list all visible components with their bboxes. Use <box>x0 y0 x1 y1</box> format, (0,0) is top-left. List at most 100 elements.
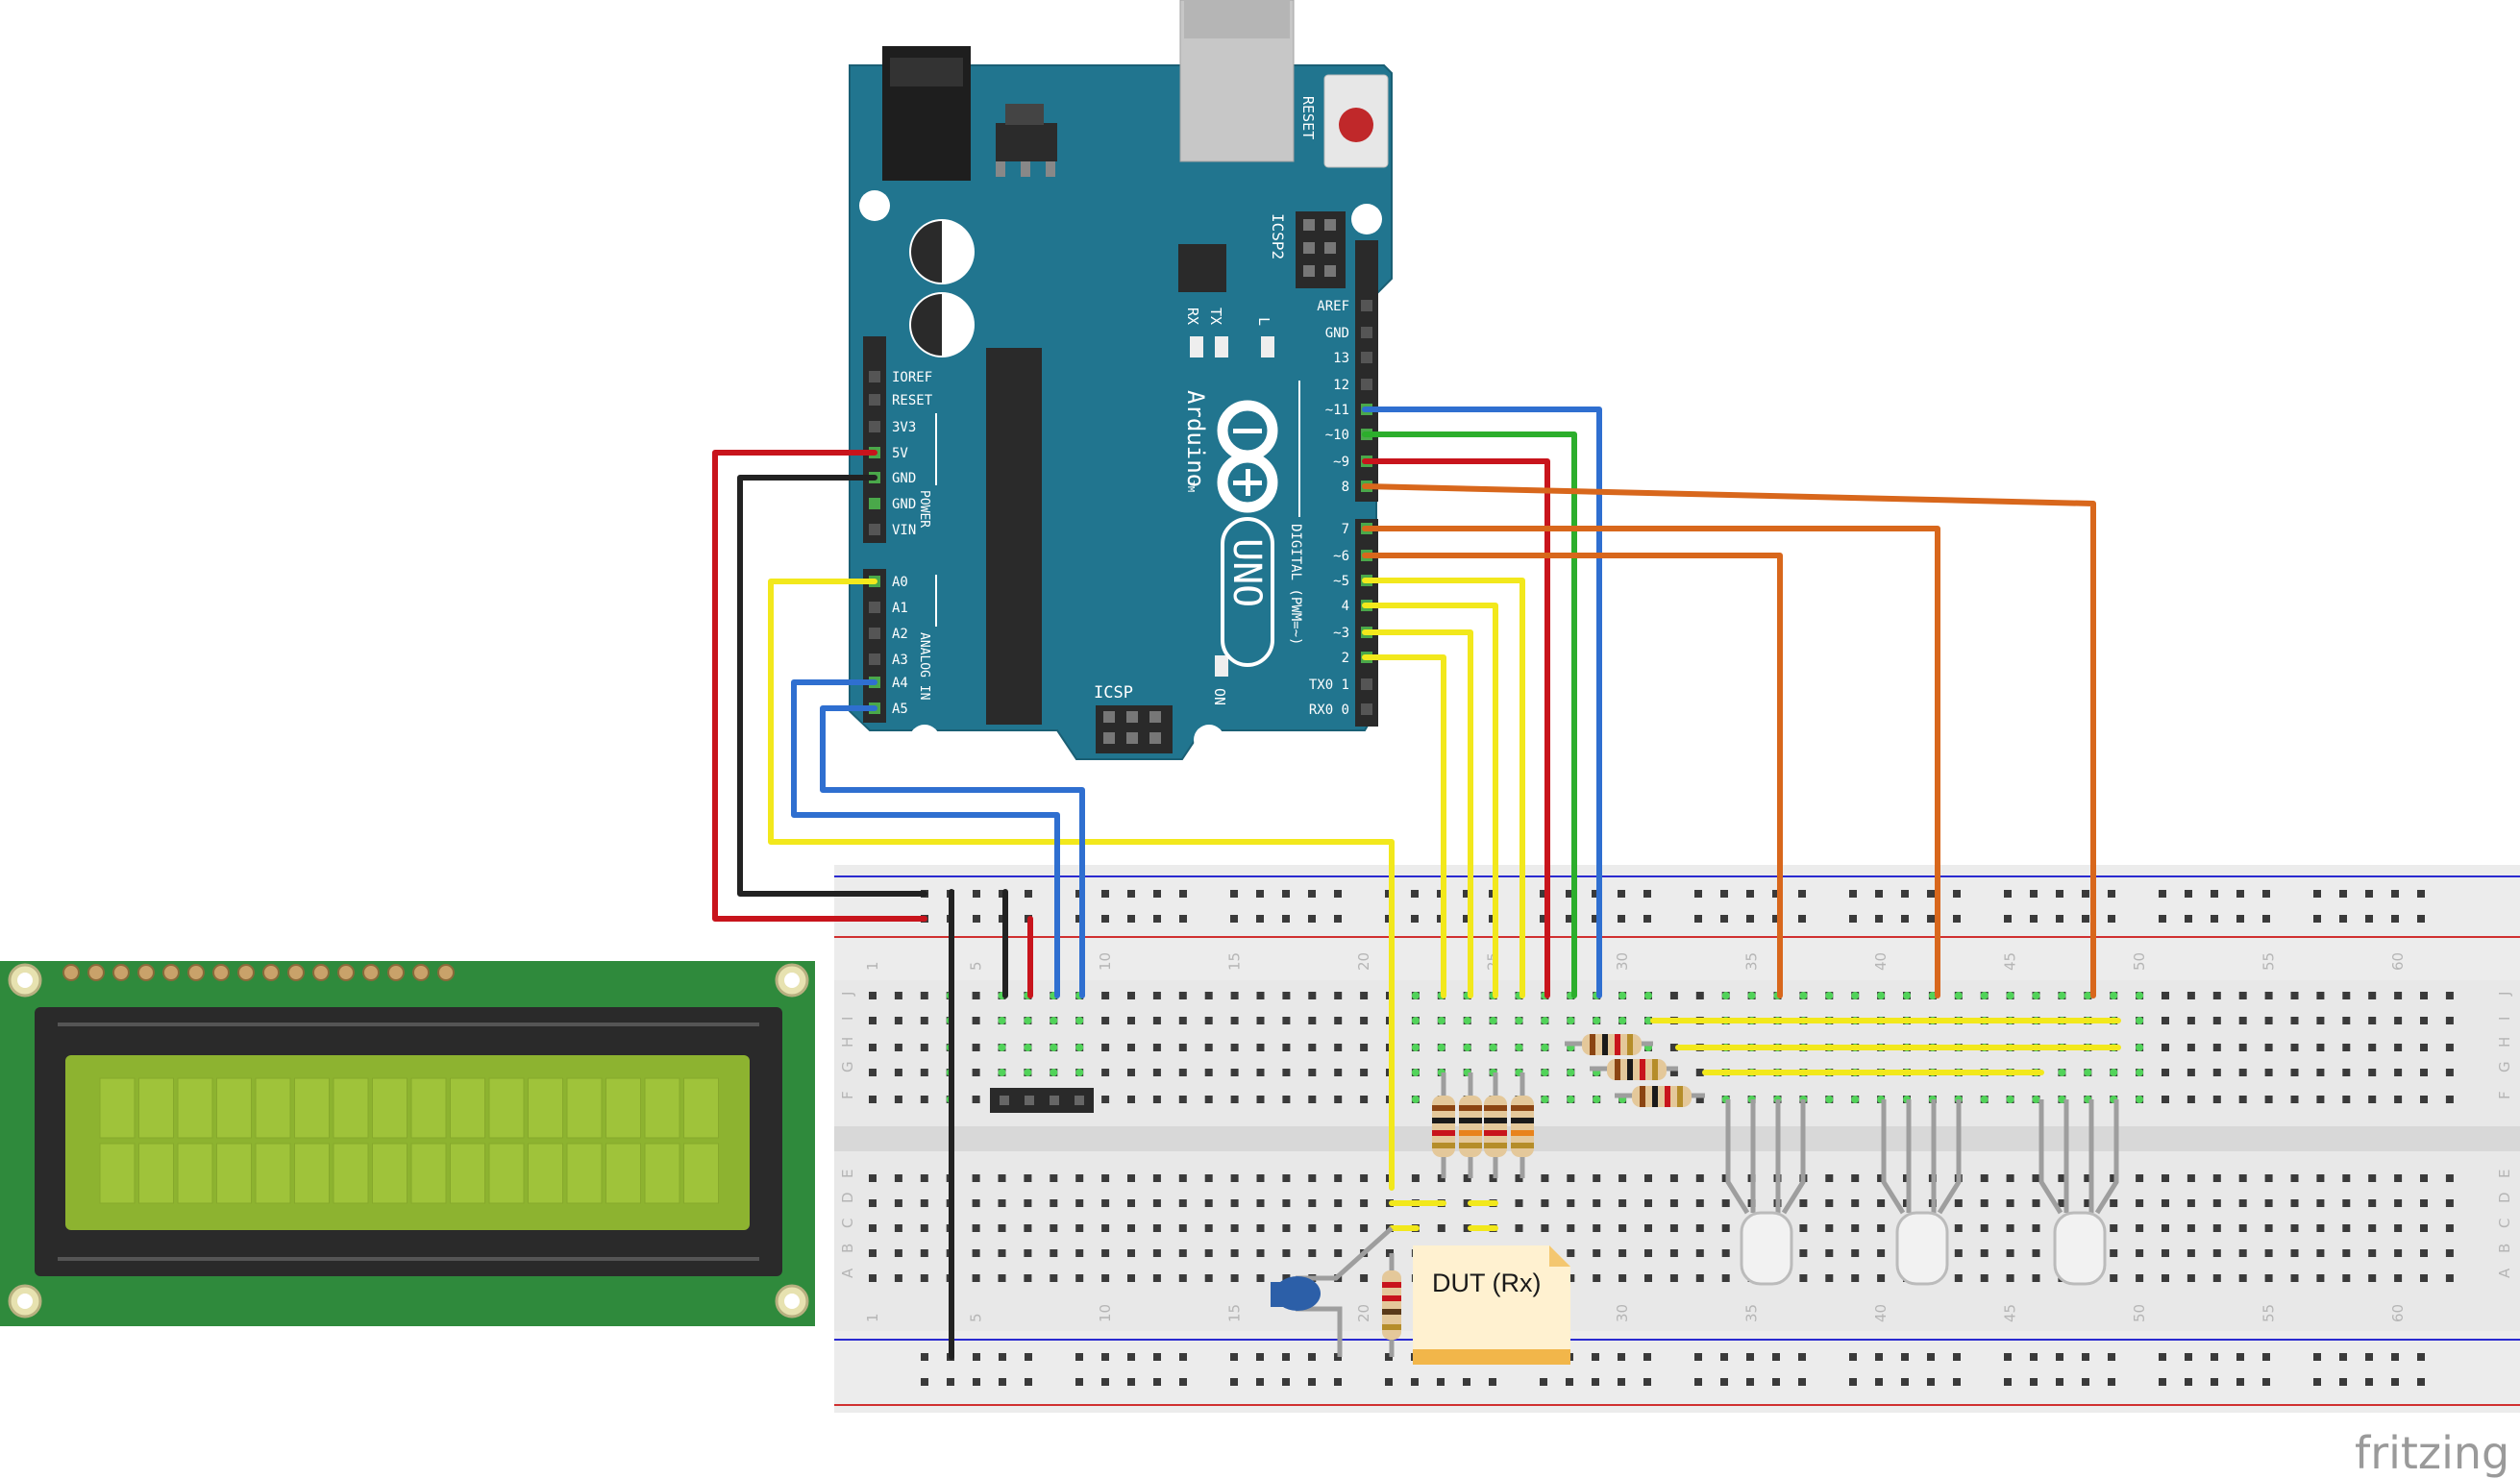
breadboard-hole <box>1825 1174 1834 1182</box>
breadboard-hole <box>1877 1249 1886 1257</box>
breadboard-hole <box>2212 1044 2221 1051</box>
right-pin-label: ~9 <box>1333 455 1349 470</box>
lcd-cell <box>410 1077 447 1139</box>
rail-hole <box>1643 890 1651 898</box>
breadboard-hole <box>1334 1096 1343 1103</box>
breadboard-hole <box>1152 1069 1161 1076</box>
breadboard-hole <box>2264 1174 2273 1182</box>
rail-hole <box>1308 1378 1316 1386</box>
breadboard-hole <box>998 1274 1006 1282</box>
wire-d9 <box>1362 458 1550 998</box>
reset-label: RESET <box>1299 96 1317 139</box>
wire-d7 <box>1362 526 1940 998</box>
rail-hole <box>2159 890 2166 898</box>
lcd-cell <box>333 1143 369 1204</box>
breadboard-hole <box>1101 1096 1110 1103</box>
column-number-bottom: 15 <box>1226 1304 1244 1322</box>
rail-hole <box>1746 1378 1754 1386</box>
rail-hole <box>1179 890 1187 898</box>
breadboard-hole <box>1567 1249 1575 1257</box>
breadboard-hole <box>1127 1274 1135 1282</box>
breadboard-hole <box>2186 1069 2195 1076</box>
breadboard-hole <box>2032 1199 2040 1207</box>
breadboard-hole <box>1178 1069 1187 1076</box>
wire-d10 <box>1362 431 1577 998</box>
power-label: POWER <box>917 490 931 528</box>
breadboard-hole <box>2110 1274 2118 1282</box>
breadboard-hole <box>972 1199 980 1207</box>
breadboard-hole <box>2290 1249 2299 1257</box>
breadboard-hole <box>1618 1199 1627 1207</box>
breadboard-hole <box>1282 1069 1291 1076</box>
wire-d6 <box>1362 553 1783 998</box>
breadboard-hole <box>1721 1274 1730 1282</box>
rail-hole <box>1256 1353 1264 1361</box>
rail-hole <box>2339 890 2347 898</box>
rail-hole <box>999 1378 1006 1386</box>
rail-hole <box>973 1378 980 1386</box>
breadboard-hole <box>2136 1199 2144 1207</box>
breadboard-hole <box>1799 1274 1808 1282</box>
breadboard-hole <box>1282 1274 1291 1282</box>
lcd-cell <box>138 1077 174 1139</box>
lcd-cell <box>605 1143 641 1204</box>
header-pin <box>869 653 880 665</box>
breadboard-hole <box>2394 1174 2403 1182</box>
rail-hole <box>1566 890 1573 898</box>
lcd-character-cells <box>99 1077 719 1204</box>
breadboard-hole <box>1152 1224 1161 1232</box>
rail-hole <box>2056 890 2063 898</box>
right-pin-label: ~5 <box>1333 574 1349 589</box>
breadboard-hole <box>2368 1174 2377 1182</box>
connected-hole <box>998 1017 1006 1024</box>
breadboard-hole <box>2368 1096 2377 1103</box>
rail-hole <box>1025 1378 1032 1386</box>
rail-hole <box>2365 1378 2373 1386</box>
breadboard-hole <box>1256 1044 1265 1051</box>
resistor-band <box>1640 1059 1645 1080</box>
breadboard-hole <box>1101 1249 1110 1257</box>
breadboard-hole <box>2212 992 2221 999</box>
breadboard-hole <box>1101 1069 1110 1076</box>
rail-hole <box>1334 1378 1342 1386</box>
breadboard-hole <box>2342 1017 2351 1024</box>
wire-d2 <box>1362 654 1446 998</box>
breadboard-hole <box>1282 1017 1291 1024</box>
resistor <box>1582 1034 1642 1055</box>
rail-hole <box>1127 1378 1135 1386</box>
resistor-band <box>1615 1034 1620 1055</box>
breadboard-hole <box>920 1096 928 1103</box>
rail-hole <box>1927 890 1935 898</box>
rail-hole <box>1127 915 1135 923</box>
row-letter: E <box>839 1170 856 1178</box>
rail-hole <box>1179 1378 1187 1386</box>
rail-hole <box>2313 1353 2321 1361</box>
connected-hole <box>1799 992 1808 999</box>
row-letter: I <box>2496 1017 2513 1021</box>
column-number-top: 55 <box>2261 952 2278 971</box>
breadboard-hole <box>869 1224 877 1232</box>
lcd-cell <box>177 1077 213 1139</box>
right-pin-label: 13 <box>1333 351 1349 366</box>
voltage-regulator <box>996 123 1057 161</box>
rail-hole <box>973 890 980 898</box>
reset-button[interactable] <box>1339 108 1373 142</box>
rail-hole <box>1256 1378 1264 1386</box>
breadboard-hole <box>1204 1249 1213 1257</box>
breadboard-hole <box>1593 1224 1601 1232</box>
right-pin-label: 2 <box>1342 651 1349 666</box>
breadboard-hole <box>1075 1224 1084 1232</box>
resistor-band <box>1432 1118 1455 1123</box>
resistor-band <box>1484 1143 1507 1148</box>
rail-hole <box>973 915 980 923</box>
rail-hole <box>1901 915 1909 923</box>
analog-header <box>863 569 886 723</box>
breadboard-hole <box>2316 1174 2325 1182</box>
column-number-bottom: 20 <box>1355 1304 1372 1322</box>
mounting-hole <box>909 725 940 755</box>
rail-hole <box>1694 1353 1702 1361</box>
breadboard-hole <box>1593 1174 1601 1182</box>
breadboard-hole <box>1618 1249 1627 1257</box>
rail-hole <box>1256 915 1264 923</box>
left-pin-label: A2 <box>892 627 908 642</box>
